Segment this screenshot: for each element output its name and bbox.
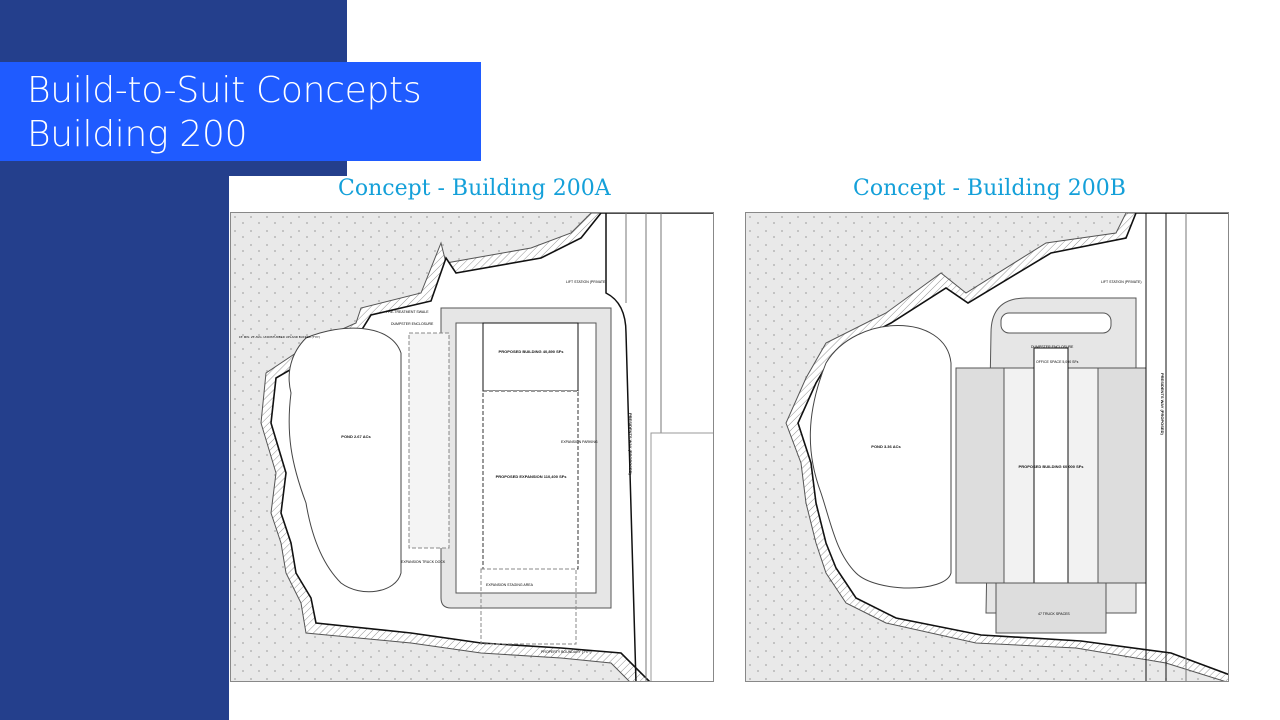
caption-200b: Concept - Building 200B	[853, 176, 1126, 201]
truck-court-left	[1003, 367, 1035, 584]
title-line-2: Building 200	[27, 114, 248, 155]
parking-island	[1000, 312, 1112, 334]
building-footprint-a	[482, 322, 579, 392]
pond-label-a: POND 2.67 ACs	[341, 434, 371, 439]
trucks-label: 47 TRUCK SPACES	[1038, 612, 1070, 616]
truck-court-right	[1067, 367, 1099, 584]
site-plan-200b: POND 3.36 ACs PROPOSED BUILDING 60,000 S…	[745, 212, 1229, 682]
office-label: OFFICE SPACE 5,000 SFs	[1036, 360, 1079, 364]
exp-parking-label: EXPANSION PARKING	[561, 440, 598, 444]
slide-title: Build-to-Suit Concepts Building 200	[0, 62, 481, 161]
expansion-label-a: PROPOSED EXPANSION 110,400 SFs	[496, 474, 568, 479]
pond-outline	[809, 325, 952, 589]
dumpster-label-a: DUMPSTER ENCLOSURE	[391, 322, 434, 326]
pretreat-label: PRE-TREATMENT SWALE	[386, 310, 429, 314]
buffer-label: 15' MIN. 25' AVG. UNDISTURBED UPLAND BUF…	[239, 335, 320, 339]
pond-outline	[288, 327, 402, 593]
adjacent-parcel	[650, 432, 713, 681]
road-label-b: PRESIDENTS WAY (PROPOSED)	[1160, 373, 1165, 435]
lift-label-a: LIFT STATION (PRIVATE)	[566, 280, 607, 284]
dumpster-label-b: DUMPSTER ENCLOSURE	[1031, 345, 1074, 349]
boundary-label: PROPERTY BOUNDARY (TYP.)	[541, 650, 591, 654]
truck-parking-area	[995, 582, 1107, 634]
road-edge	[605, 213, 637, 681]
expansion-footprint	[482, 390, 579, 570]
pond-label-b: POND 3.36 ACs	[871, 444, 901, 449]
staging-label: EXPANSION STAGING AREA	[486, 583, 534, 587]
caption-200a: Concept - Building 200A	[338, 176, 611, 201]
expansion-dock-area	[408, 332, 450, 549]
road-edge	[1145, 213, 1167, 681]
title-line-1: Build-to-Suit Concepts	[27, 70, 422, 111]
lift-label-b: LIFT STATION (PRIVATE)	[1101, 280, 1142, 284]
site-plan-200a: POND 2.67 ACs PROPOSED BUILDING 40,890 S…	[230, 212, 714, 682]
building-label-b: PROPOSED BUILDING 60,000 SFs	[1019, 464, 1085, 469]
building-label-a: PROPOSED BUILDING 40,890 SFs	[499, 349, 565, 354]
staging-area	[480, 568, 577, 645]
exp-dock-label: EXPANSION TRUCK DOCK	[401, 560, 446, 564]
road-label-a: PRESIDENTS WAY (PROPOSED)	[628, 413, 633, 475]
